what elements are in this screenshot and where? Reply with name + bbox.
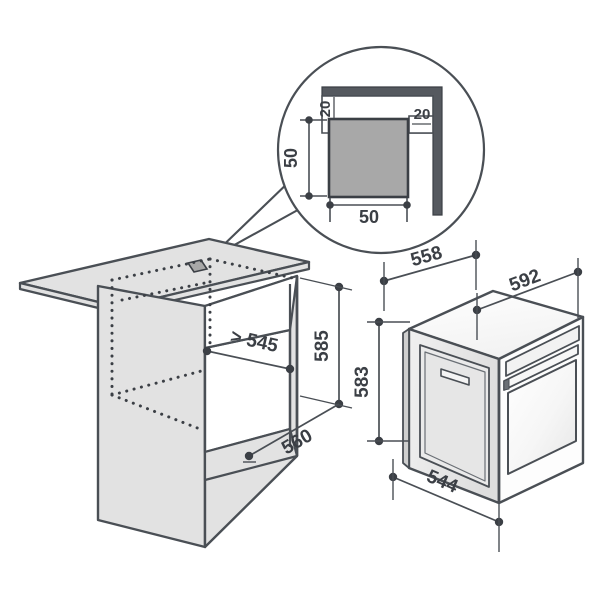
oven-door-glass (507, 359, 577, 475)
dim-line-oven-depth (383, 254, 477, 282)
dim-dot-depth-min-end (285, 364, 295, 374)
dim-label-cutout-height: 50 (281, 148, 301, 168)
ext-line-cabinet-height-top (299, 277, 353, 291)
dim-dot-cutout-width-right (403, 201, 411, 209)
oven-handle-endcap (503, 378, 510, 391)
dim-label-cabinet-height: 585 (312, 330, 333, 362)
ext-line-cabinet-height-bottom (299, 395, 353, 409)
dim-line-depth-min (206, 350, 291, 370)
oven-control-panel (505, 325, 580, 377)
dim-label-cutout-width: 50 (359, 207, 379, 227)
oven-side-inset-inner (424, 351, 486, 482)
dim-dot-cutout-height-top (305, 116, 313, 124)
dim-dot-cabinet-width-start (244, 451, 254, 461)
cabinet-assembly-group: > 545 585 560 (18, 237, 353, 549)
dim-line-oven-width (476, 271, 579, 311)
hidden-construction-lines (110, 257, 299, 431)
detail-callout-group: 20 20 50 50 (208, 45, 486, 260)
dim-label-right-gap: 20 (414, 106, 431, 123)
dim-line-oven-body-width (392, 476, 500, 523)
dim-label-top-gap: 20 (317, 101, 334, 118)
ventilation-cutout-square (327, 117, 410, 199)
dim-line-cabinet-width (248, 403, 340, 457)
dim-dot-cutout-width-left (326, 201, 334, 209)
cabinet-left-side-panel (96, 284, 207, 549)
dim-label-oven-height: 583 (352, 366, 373, 398)
oven-side-handle-slot (440, 368, 470, 386)
oven-back-left-sliver (402, 328, 410, 469)
oven-assembly-group: 558 592 583 544 (352, 240, 585, 552)
dim-dot-cutout-height-bottom (305, 192, 313, 200)
dim-dot-depth-min-start (202, 346, 212, 356)
